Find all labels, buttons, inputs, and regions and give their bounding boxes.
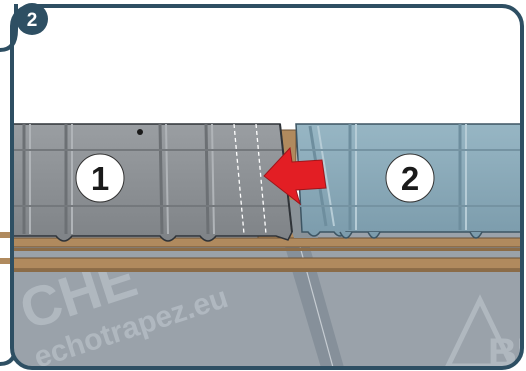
panel-2-label: 2 (401, 160, 419, 197)
panel-2-badge: 2 (386, 154, 434, 202)
panel-1-badge: 1 (76, 154, 124, 202)
step-badge: 2 (16, 3, 48, 35)
panel-1-label: 1 (91, 160, 109, 197)
step-number: 2 (27, 10, 38, 31)
roof-panel-1 (12, 124, 292, 241)
